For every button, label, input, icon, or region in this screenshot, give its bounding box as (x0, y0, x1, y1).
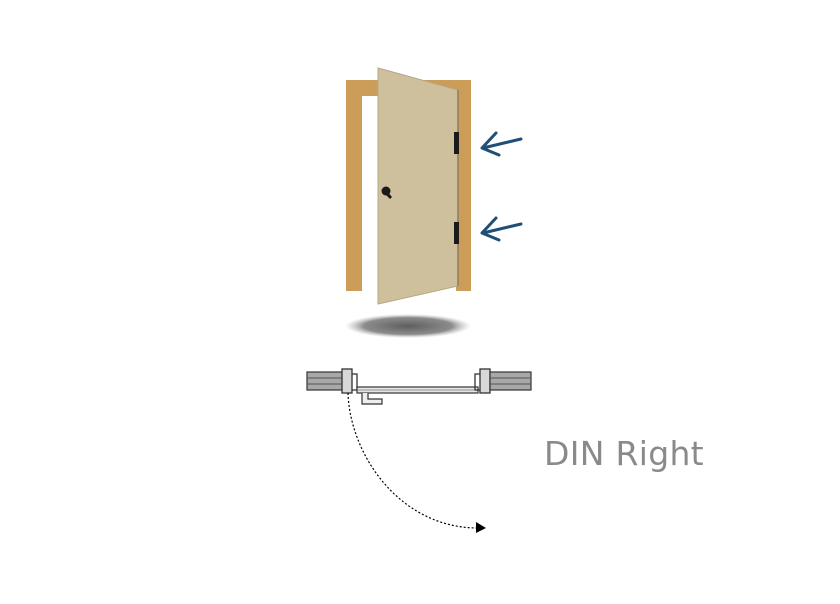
frame-profile-right (474, 368, 491, 394)
door-swing-arc (347, 392, 479, 529)
hinge-icon (454, 222, 459, 244)
door-type-label: DIN Right (544, 434, 704, 473)
wall-left (306, 371, 348, 391)
left-arrow-icon (480, 216, 523, 242)
hinge-icon (454, 132, 459, 154)
door-shadow (345, 314, 471, 338)
door-handle-icon (381, 186, 392, 199)
door-leaf (377, 67, 459, 305)
door-leaf-plan (356, 386, 479, 394)
swing-arrow-head (476, 522, 486, 533)
frame-profile-left (341, 368, 358, 394)
left-arrow-icon (480, 131, 523, 157)
frame-left-jamb (346, 80, 362, 291)
wall-right (489, 371, 532, 391)
door-handle-plan (361, 393, 383, 405)
floor-plan (306, 368, 532, 533)
frame-right-jamb (456, 80, 471, 291)
